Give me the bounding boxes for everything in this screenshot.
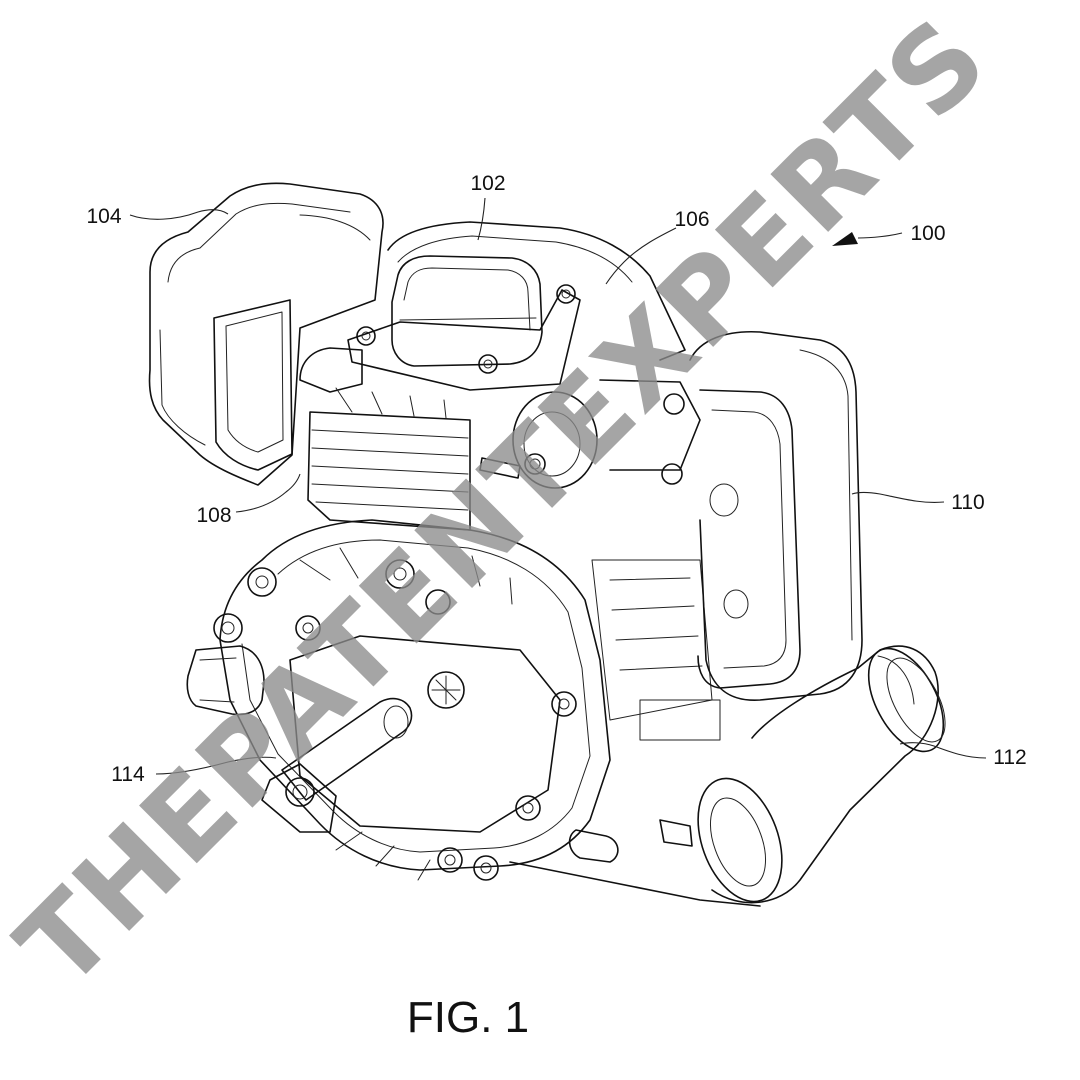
engine-drawing xyxy=(148,182,946,907)
leader-114 xyxy=(155,756,277,775)
fuel-tank xyxy=(689,330,863,701)
leader-110 xyxy=(851,491,945,503)
ref-114: 114 xyxy=(111,763,145,786)
muffler xyxy=(697,645,946,904)
reference-numerals: 102 104 106 100 108 110 112 114 xyxy=(86,172,1026,786)
carburetor xyxy=(479,379,721,741)
leader-112 xyxy=(899,742,987,759)
cylinder-head xyxy=(299,347,471,531)
arrow-100 xyxy=(832,232,858,246)
ref-100: 100 xyxy=(910,222,945,245)
figure-caption: FIG. 1 xyxy=(407,993,529,1042)
mounting-base xyxy=(509,819,761,907)
leader-104 xyxy=(129,209,229,220)
crankcase xyxy=(186,519,611,881)
ref-104: 104 xyxy=(86,205,121,228)
ref-102: 102 xyxy=(470,172,505,195)
leader-100 xyxy=(857,232,903,239)
watermark: THEPATENTEXPERTS xyxy=(0,0,1013,1013)
leader-108 xyxy=(235,473,301,513)
ref-108: 108 xyxy=(196,504,231,527)
leader-lines xyxy=(129,197,987,775)
leader-102 xyxy=(477,197,486,241)
air-filter-housing xyxy=(148,182,384,486)
leader-106 xyxy=(605,227,677,285)
engine-shroud xyxy=(387,221,686,361)
ref-106: 106 xyxy=(674,208,709,231)
ref-110: 110 xyxy=(951,491,984,514)
ref-112: 112 xyxy=(993,746,1026,769)
pto-shaft xyxy=(261,697,413,833)
valve-cover xyxy=(347,255,581,391)
